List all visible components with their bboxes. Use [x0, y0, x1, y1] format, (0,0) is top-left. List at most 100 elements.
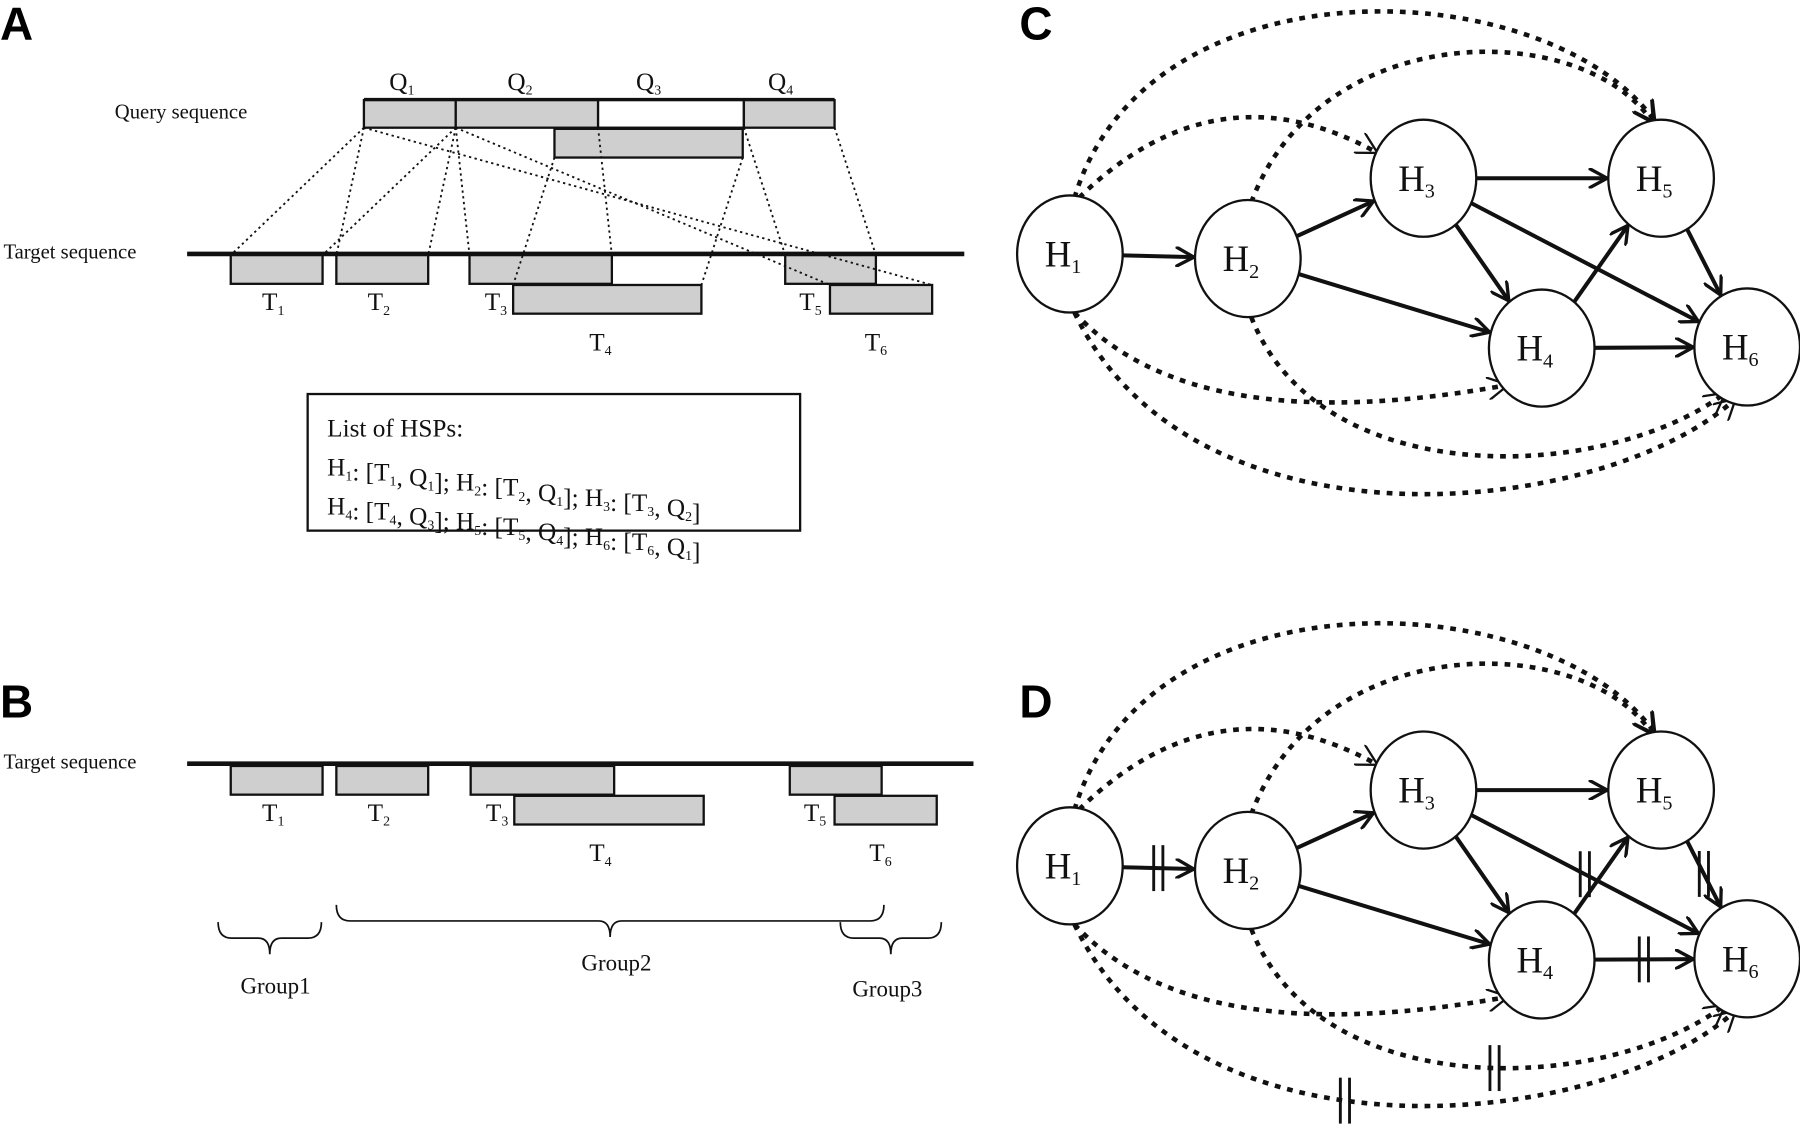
target-segment-box [784, 253, 878, 285]
alignment-connector [833, 127, 877, 256]
node-h4 [1487, 900, 1596, 1020]
alignment-connector [455, 126, 831, 286]
group-brace [839, 922, 943, 955]
query-segment-label: Q1 [389, 68, 414, 99]
dashed-edge-h1-h4 [1072, 922, 1508, 1017]
group-brace [335, 904, 885, 938]
target-segment-label: T5 [799, 288, 821, 319]
edge-h2-h4 [1298, 884, 1490, 944]
node-h1 [1015, 194, 1124, 314]
edge-h2-h3 [1295, 813, 1374, 850]
edge-h5-h6 [1685, 840, 1721, 907]
alignment-connector [427, 127, 457, 256]
dashed-edge-h1-h6 [1072, 923, 1735, 1109]
edge-h2-h4 [1298, 272, 1490, 332]
target-segment-label: T4 [589, 839, 611, 870]
group-label: Group2 [581, 950, 651, 975]
group-label: Group3 [852, 977, 922, 1002]
dashed-edge-h1-h5 [1072, 9, 1658, 199]
node-h2 [1193, 810, 1302, 931]
target-segment-label: T3 [485, 288, 507, 319]
alignment-connector [597, 127, 613, 256]
dashed-edge-h1-h5 [1072, 621, 1658, 811]
query-segment-box [553, 127, 744, 159]
dashed-edge-h2-h5 [1249, 49, 1655, 204]
target-segment-box [229, 764, 324, 796]
panel-label-d: D [1019, 676, 1052, 728]
node-h5 [1607, 730, 1716, 850]
edge-h3-h6 [1470, 201, 1698, 321]
query-segment-label: Q4 [768, 68, 793, 99]
target-segment-box [788, 764, 883, 796]
edge-h2-h3 [1295, 201, 1374, 239]
edge-h4-h5 [1572, 837, 1628, 915]
query-segment-box [454, 99, 600, 129]
alignment-connector [743, 127, 787, 256]
alignment-connector [335, 127, 365, 256]
target-segment-box [335, 253, 430, 285]
edge-h3-h4 [1454, 835, 1509, 912]
edge-h4-h6 [1594, 347, 1694, 348]
hsp-list-title: List of HSPs: [327, 415, 463, 443]
dashed-edge-h2-h6 [1249, 316, 1725, 459]
query-segment-label: Q2 [507, 68, 532, 99]
node-h3 [1369, 118, 1478, 238]
dashed-edge-h1-h4 [1072, 310, 1508, 405]
panel-label-c: C [1019, 0, 1052, 49]
target-segment-label: T1 [262, 288, 284, 319]
dashed-edge-h1-h3 [1077, 726, 1377, 812]
node-h6 [1693, 899, 1800, 1019]
query-segment-box [596, 99, 746, 129]
group-brace [217, 922, 323, 955]
target-segment-box [229, 253, 324, 285]
group-label: Group1 [240, 973, 310, 998]
panel-label-b: B [0, 676, 33, 728]
query-segment-box [742, 99, 836, 129]
edge-h3-h4 [1454, 223, 1509, 301]
target-segment-box [468, 253, 614, 285]
node-h6 [1693, 287, 1800, 407]
target-segment-label: T6 [869, 839, 891, 870]
alignment-connector [321, 127, 457, 256]
edge-h4-h5 [1572, 225, 1628, 304]
target-segment-label: T1 [262, 799, 284, 830]
target-segment-label: T6 [865, 328, 887, 359]
alignment-connector [700, 157, 744, 286]
node-h1 [1015, 806, 1124, 926]
target-segment-box [833, 794, 938, 826]
target-segment-box [511, 283, 703, 315]
node-h5 [1607, 118, 1716, 238]
target-segment-label: T2 [368, 288, 390, 319]
query-sequence-label: Query sequence [115, 102, 247, 124]
target-segment-box [828, 283, 934, 315]
target-segment-label: T3 [486, 799, 508, 830]
target-segment-box [469, 764, 616, 796]
alignment-connector [454, 127, 471, 256]
node-h3 [1369, 730, 1478, 850]
panel-label-a: A [0, 0, 33, 49]
alignment-connector [363, 126, 933, 286]
node-h4 [1487, 288, 1596, 408]
target-segment-box [513, 794, 705, 826]
target-sequence-label-b: Target sequence [3, 751, 136, 773]
query-segment-box [362, 99, 457, 129]
target-segment-label: T5 [804, 799, 826, 830]
target-sequence-label: Target sequence [3, 242, 136, 264]
node-h2 [1193, 198, 1302, 319]
edge-h5-h6 [1685, 228, 1721, 295]
query-segment-label: Q3 [636, 68, 661, 99]
hsp-list-box: List of HSPs: H1: [T1, Q1]; H2: [T2, Q1]… [306, 392, 802, 566]
edge-h3-h6 [1470, 813, 1698, 933]
edge-h4-h6 [1594, 959, 1694, 960]
alignment-connector [230, 127, 365, 256]
panel-a-alignment: Query sequence Target sequence Q1 Q2 Q3 Q4T… [3, 68, 965, 359]
dashed-edge-h1-h3 [1077, 114, 1377, 200]
target-segment-box [335, 764, 430, 796]
target-segment-label: T2 [368, 799, 390, 830]
edge-h1-h2 [1122, 255, 1194, 257]
dashed-edge-h1-h6 [1072, 311, 1735, 497]
